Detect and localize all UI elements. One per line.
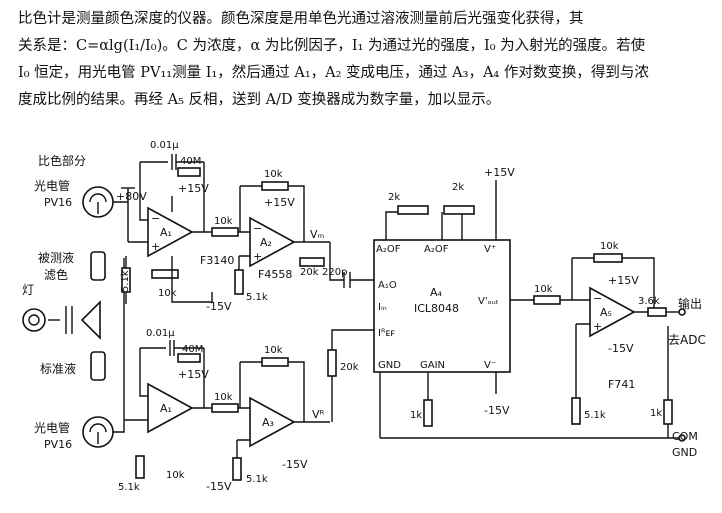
r10k-7: 10k [534, 284, 553, 295]
description-line-3: I₀ 恒定，用光电管 PV₁₁测量 I₁，然后通过 A₁，A₂ 变成电压，通过 … [18, 65, 649, 81]
filter-label: 滤色 [44, 268, 68, 282]
opamp-a1-top [147, 206, 194, 258]
opamp-a2-model: F4558 [258, 268, 292, 281]
opamp-a2-label: A₂ [260, 236, 272, 249]
test-liquid-label: 被测液 [38, 250, 74, 265]
com-terminal [678, 434, 686, 442]
prism-icon [80, 300, 101, 340]
icl8048-block [373, 239, 511, 373]
pin-iin: Iᵢₙ [378, 302, 387, 313]
output-terminal [678, 308, 686, 316]
res40m-1: 40M [180, 156, 201, 167]
a5-minus15: -15V [608, 342, 634, 355]
r20k-2: 20k [340, 362, 359, 373]
a1-plus15: +15V [178, 182, 209, 195]
test-liquid-cell [90, 251, 106, 281]
standard-liquid-label: 标准液 [40, 361, 76, 376]
svg-text:+: + [151, 240, 160, 253]
pin-a1o: A₁O [378, 280, 397, 291]
description-paragraph: 比色计是测量颜色深度的仪器。颜色深度是用单色光通过溶液测量前后光强变化获得，其 … [18, 6, 710, 114]
pin-iref: Iᴿᴇꜰ [378, 328, 395, 339]
opamp-a5-model: F741 [608, 378, 635, 391]
pin-gnd: GND [378, 360, 401, 371]
opamp-a1-bottom-label: A₁ [160, 402, 172, 415]
res40m-2: 40M [182, 344, 203, 355]
r51-1: 5.1k [120, 270, 131, 292]
pin-vout: V'ₒᵤₜ [478, 296, 499, 307]
gnd-label: GND [672, 446, 697, 459]
r1k-2: 1k [650, 408, 662, 419]
com-label: COM [672, 430, 698, 443]
r10k-6: 10k [264, 345, 283, 356]
phototube-top-label: 光电管 [34, 178, 70, 193]
vr-label: Vᴿ [312, 408, 325, 421]
r10k-3: 10k [264, 169, 283, 180]
r10k-4: 10k [214, 392, 233, 403]
cap1-label: 0.01μ [150, 140, 179, 151]
svg-text:+: + [253, 250, 262, 263]
a2-plus15: +15V [264, 196, 295, 209]
icl-minus15: -15V [484, 404, 510, 417]
pin-a2of-1: A₂OF [376, 244, 401, 255]
opamp-a5 [589, 286, 636, 338]
description-line-1: 比色计是测量颜色深度的仪器。颜色深度是用单色光通过溶液测量前后光强变化获得，其 [18, 11, 584, 27]
svg-text:−: − [253, 222, 262, 235]
r51-4: 5.1k [246, 474, 268, 485]
svg-text:−: − [593, 292, 602, 305]
r2k-1: 2k [388, 192, 400, 203]
r51-3: 5.1k [118, 482, 140, 493]
cap220-label: 220p [322, 267, 347, 278]
icl8048-a4: A₄ [430, 286, 443, 299]
opamp-a1-top-label: A₁ [160, 226, 172, 239]
opamp-a3 [249, 396, 296, 448]
pin-vminus: V⁻ [484, 360, 496, 371]
a3-minus15: -15V [282, 458, 308, 471]
r1k-1: 1k [410, 410, 422, 421]
a1b-plus15: +15V [178, 368, 209, 381]
r10k-8: 10k [600, 241, 619, 252]
r51-5: 5.1k [584, 410, 606, 421]
vm-label: Vₘ [310, 228, 325, 241]
output-label: 输出 [678, 296, 702, 311]
opamp-a2 [249, 216, 296, 268]
a5-plus15: +15V [608, 274, 639, 287]
opamp-a1-bottom [147, 382, 194, 434]
output-to-adc: 去ADC [668, 333, 706, 347]
pin-vplus: V⁺ [484, 244, 496, 255]
pin-a2of-2: A₂OF [424, 244, 449, 255]
pin-gain: GAIN [420, 360, 445, 371]
lamp-label: 灯 [22, 283, 34, 297]
section-label: 比色部分 [38, 153, 86, 168]
a1b-minus15: -15V [206, 480, 232, 493]
svg-text:−: − [151, 212, 160, 225]
top-plus15: +15V [484, 166, 515, 179]
opamp-a5-label: A₅ [600, 306, 612, 319]
standard-liquid-cell [90, 351, 106, 381]
r10k-1: 10k [158, 288, 177, 299]
a1-minus15: -15V [206, 300, 232, 313]
opamp-a3-label: A₃ [262, 416, 274, 429]
lamp-icon [22, 308, 46, 332]
icl8048-label: ICL8048 [414, 302, 459, 315]
r2k-2: 2k [452, 182, 464, 193]
r20k-1: 20k [300, 267, 319, 278]
cap2-label: 0.01μ [146, 328, 175, 339]
v80-label: +80V [116, 190, 147, 203]
r10k-2: 10k [214, 216, 233, 227]
phototube-bottom-label: 光电管 [34, 420, 70, 435]
opamp-a1-model: F3140 [200, 254, 234, 267]
r36k: 3.6k [638, 296, 660, 307]
svg-text:+: + [593, 320, 602, 333]
phototube-bottom-model: PV16 [44, 438, 72, 451]
description-line-4: 度成比例的结果。再经 A₅ 反相，送到 A/D 变换器成为数字量，加以显示。 [18, 92, 501, 108]
description-line-2: 关系是：C=αlg(I₁/I₀)。C 为浓度，α 为比例因子，I₁ 为通过光的强… [18, 38, 646, 54]
phototube-top-model: PV16 [44, 196, 72, 209]
r51-2: 5.1k [246, 292, 268, 303]
r10k-5: 10k [166, 470, 185, 481]
